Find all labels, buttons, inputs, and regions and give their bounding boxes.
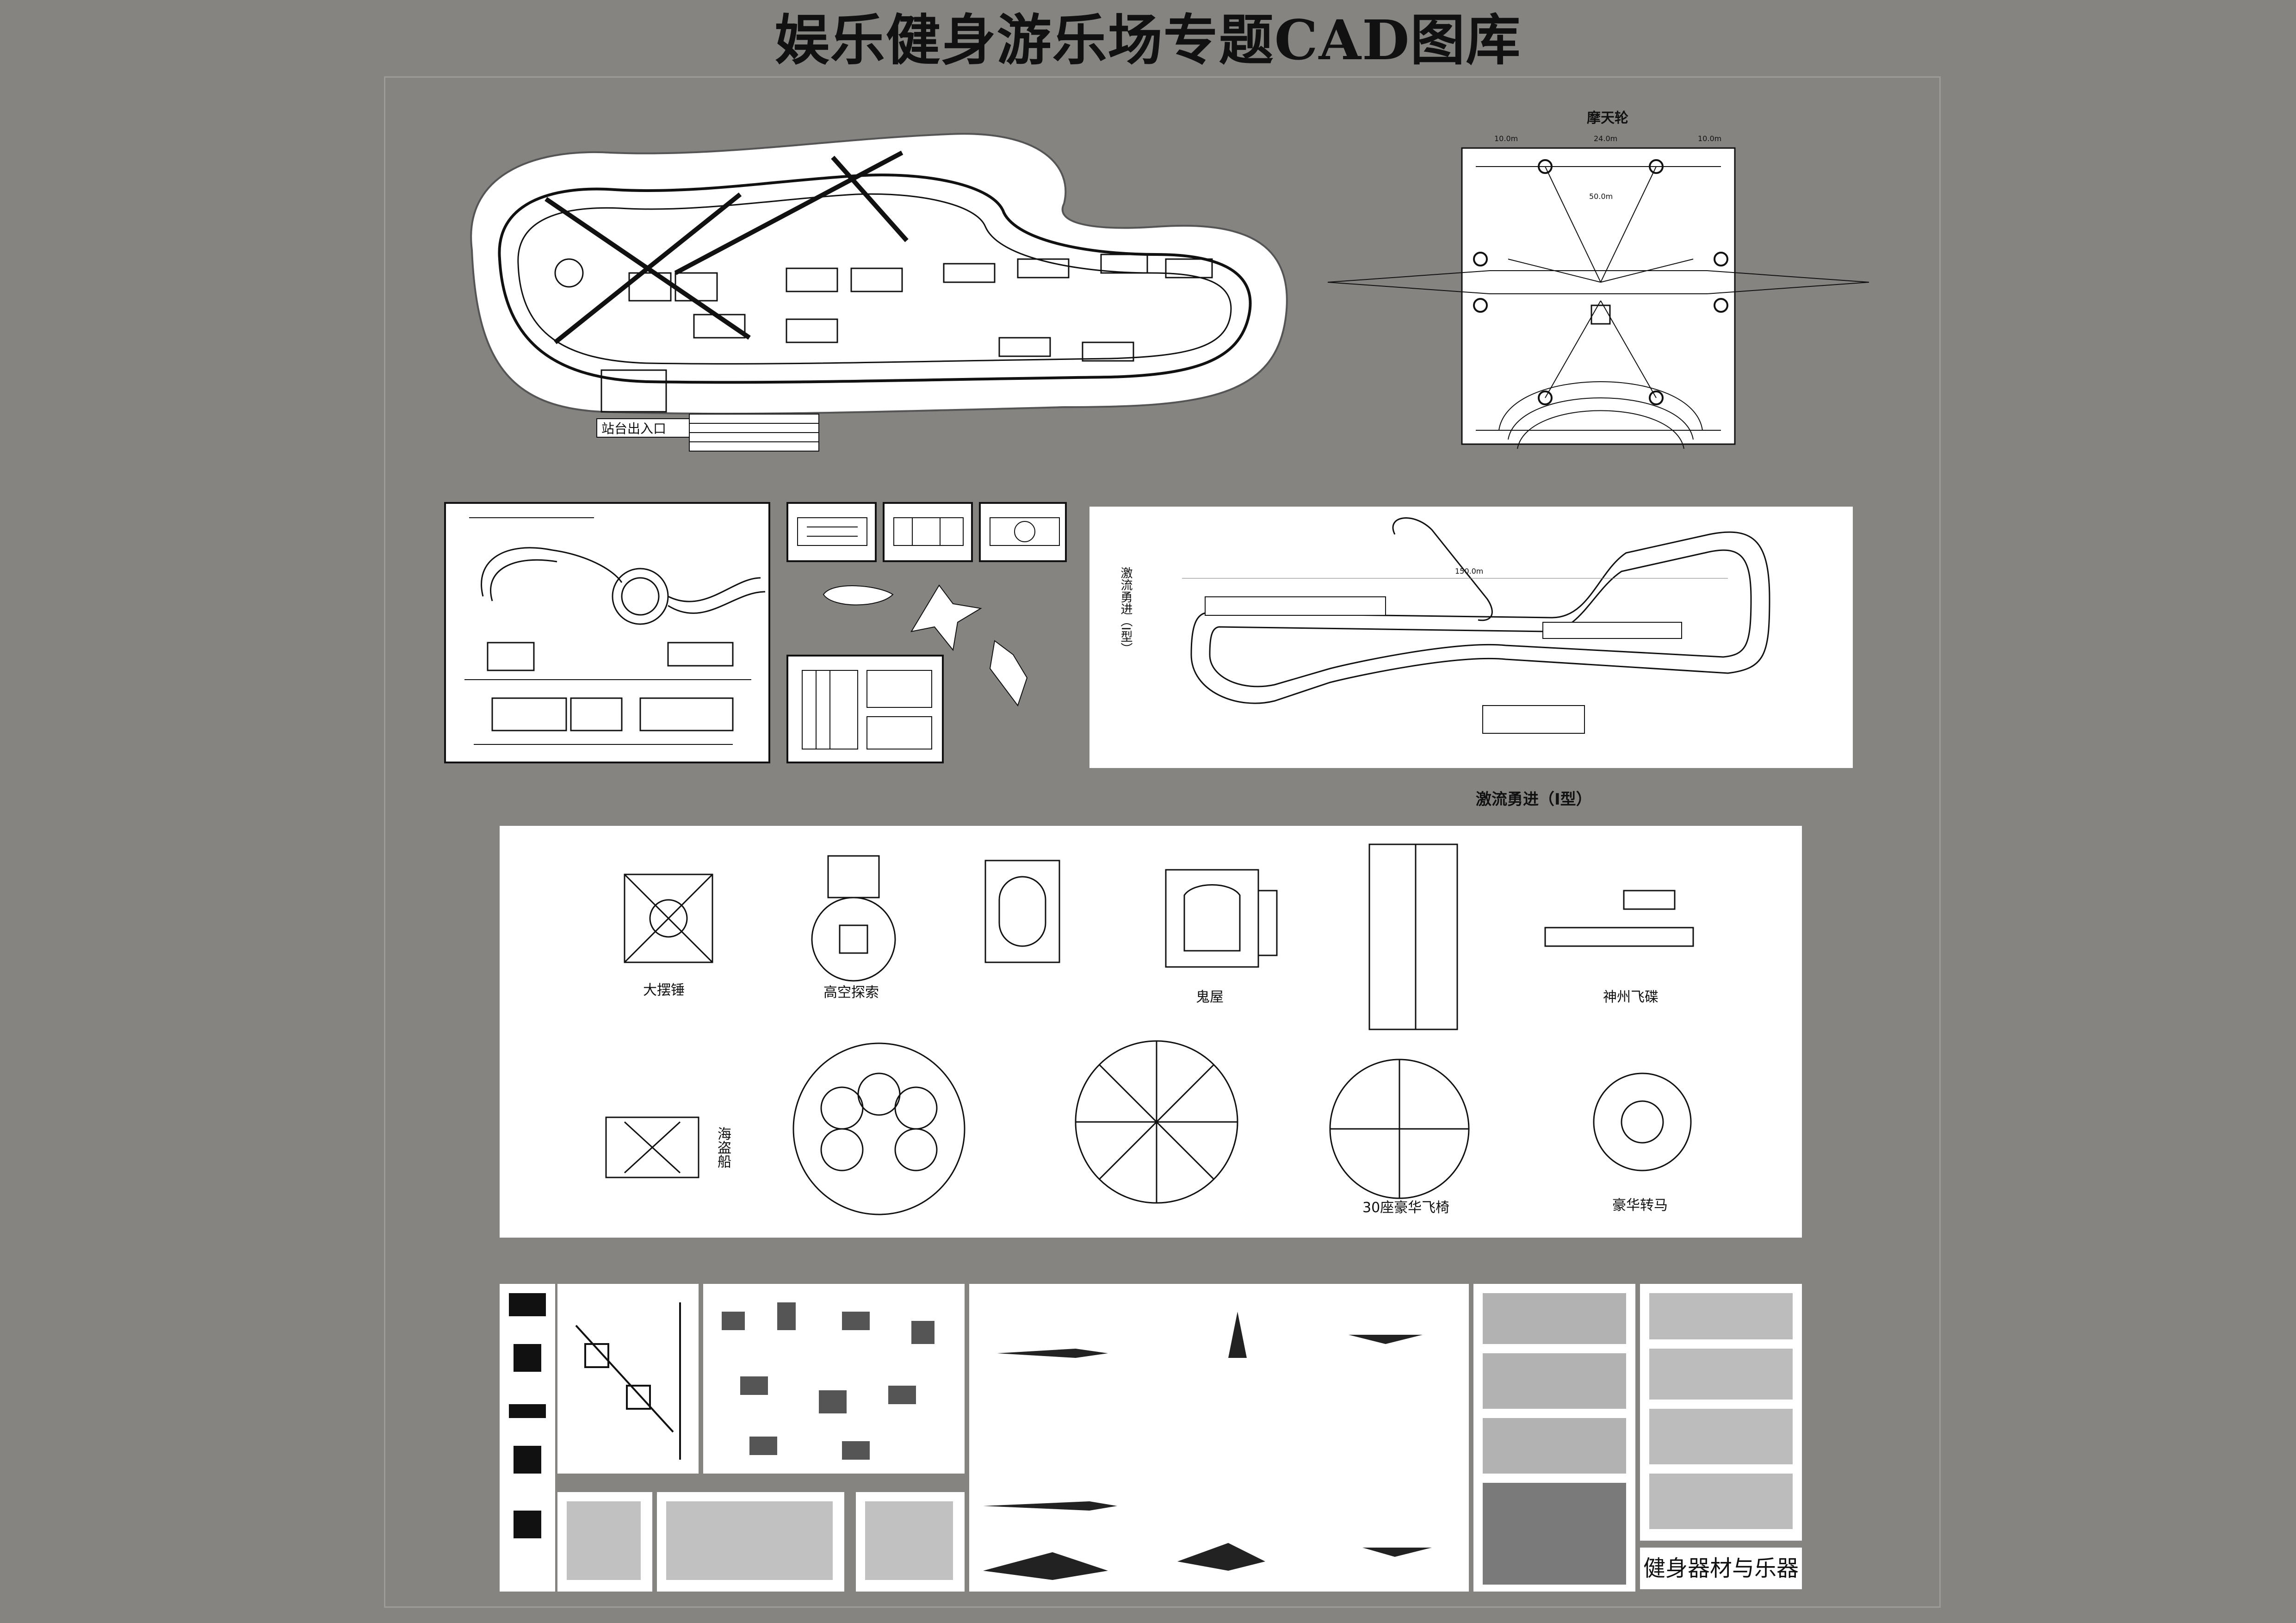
ferris-dim-left: 10.0m — [1494, 134, 1518, 143]
ride-label-sky-explorer: 高空探索 — [823, 985, 879, 1001]
fitness-equipment-label: 健身器材与乐器 — [1640, 1548, 1802, 1589]
thumbnail-3 — [979, 502, 1067, 562]
rides-panel: 大摆锤 高空探索 鬼屋 神州飞碟 海盗船 30座豪华飞椅 豪华转马 — [500, 826, 1802, 1238]
ferris-wheel-plan: 摩天轮 10.0m 24.0m 10.0m 50.0m — [1323, 106, 1938, 477]
ride-label-pirate-ship: 海盗船 — [715, 1127, 731, 1168]
library-people — [1473, 1284, 1635, 1592]
thumbnail-1 — [786, 502, 877, 562]
coaster-track-plan: 站台出入口 — [416, 120, 1318, 472]
ferris-dim-right: 10.0m — [1698, 134, 1722, 143]
library-fitness — [1640, 1284, 1802, 1541]
rapids-side-label: 激流勇进（I型） — [1119, 567, 1133, 655]
ferris-dim-middle: 24.0m — [1594, 134, 1618, 143]
ride-label-ghost-house: 鬼屋 — [1196, 989, 1224, 1005]
ferris-dim-span: 50.0m — [1589, 192, 1613, 201]
ride-label-ufo: 神州飞碟 — [1603, 989, 1659, 1005]
library-playground-2 — [703, 1284, 965, 1474]
page-title: 娱乐健身游乐场专题CAD图库 — [774, 8, 1522, 72]
thumbnail-2 — [883, 502, 973, 562]
rapids-dim: 150.0m — [1455, 567, 1484, 576]
library-aircraft — [969, 1284, 1469, 1592]
ride-label-flying-chairs: 30座豪华飞椅 — [1362, 1200, 1450, 1216]
library-small-3 — [856, 1492, 965, 1592]
thumbnail-4 — [786, 655, 944, 763]
drawing-frame — [384, 76, 1941, 1608]
station-entrance-label: 站台出入口 — [601, 421, 667, 436]
library-column-small — [500, 1284, 555, 1592]
thumbnail-cluster — [786, 502, 1069, 766]
library-playground-1 — [557, 1284, 699, 1474]
library-small-2 — [657, 1492, 844, 1592]
ride-label-pendulum: 大摆锤 — [643, 982, 685, 998]
rapids-ride-panel: 150.0m 激流勇进（I型） — [1089, 507, 1853, 768]
rapids-caption: 激流勇进（I型） — [1476, 790, 1592, 809]
ride-label-carousel: 豪华转马 — [1612, 1197, 1668, 1214]
library-small-1 — [557, 1492, 652, 1592]
ferris-wheel-label: 摩天轮 — [1587, 110, 1628, 126]
layout-sheet-1 — [444, 502, 770, 763]
